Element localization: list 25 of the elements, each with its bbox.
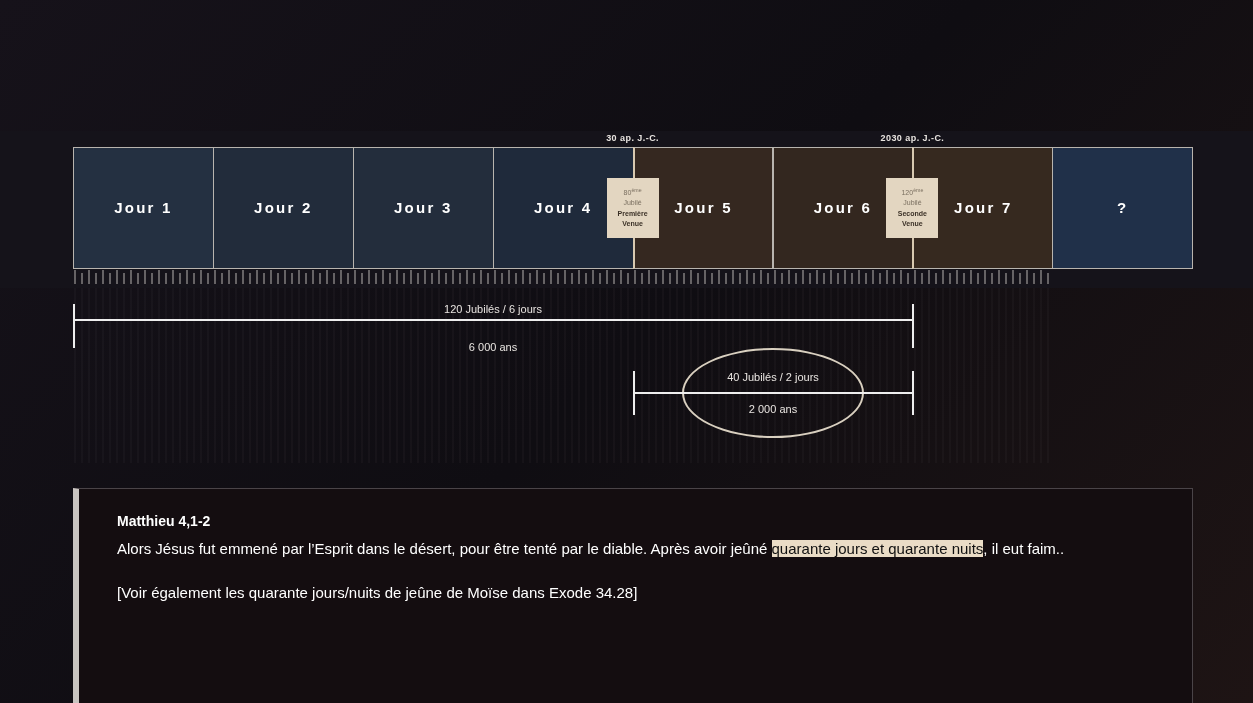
- span-label: 40 Jubilés / 2 jours: [727, 369, 819, 385]
- quote-panel: [73, 488, 1193, 703]
- ellipse: [682, 348, 864, 438]
- jubilee-badge: [886, 178, 939, 238]
- date-label: 30 ap. J.-C.: [606, 132, 660, 145]
- jubilee-badge: [606, 178, 659, 238]
- day-label: Jour 3: [394, 197, 453, 218]
- day-box: [73, 147, 214, 269]
- quote-reference: Matthieu 4,1-2: [117, 512, 212, 531]
- day-label: Jour 2: [254, 197, 313, 218]
- day-label: Jour 4: [533, 197, 593, 218]
- day-box: [1052, 147, 1194, 269]
- day-box: [212, 147, 354, 269]
- quote-text: [Voir également les quarante jours/nuits de jeûne de Moïse dans Exode 34.28]: [117, 583, 639, 603]
- day-label: Jour 1: [114, 197, 173, 218]
- day-label: Jour 5: [674, 197, 733, 218]
- span-label: 120 Jubilés / 6 jours: [444, 302, 542, 317]
- span-label: 6 000 ans: [468, 340, 518, 355]
- span-label: 2 000 ans: [748, 402, 798, 417]
- day-label: Jour 7: [954, 197, 1013, 218]
- day-label: ?: [1117, 197, 1129, 218]
- quote-text: Alors Jésus fut emmené par l’Esprit dans le désert, pour être tenté par le diable. Après avoir jeûné quarante jours et quarante nuits, il eut faim..: [117, 539, 1066, 559]
- day-box: [352, 147, 494, 269]
- day-label: Jour 6: [813, 197, 873, 218]
- date-label: 2030 ap. J.-C.: [880, 132, 945, 145]
